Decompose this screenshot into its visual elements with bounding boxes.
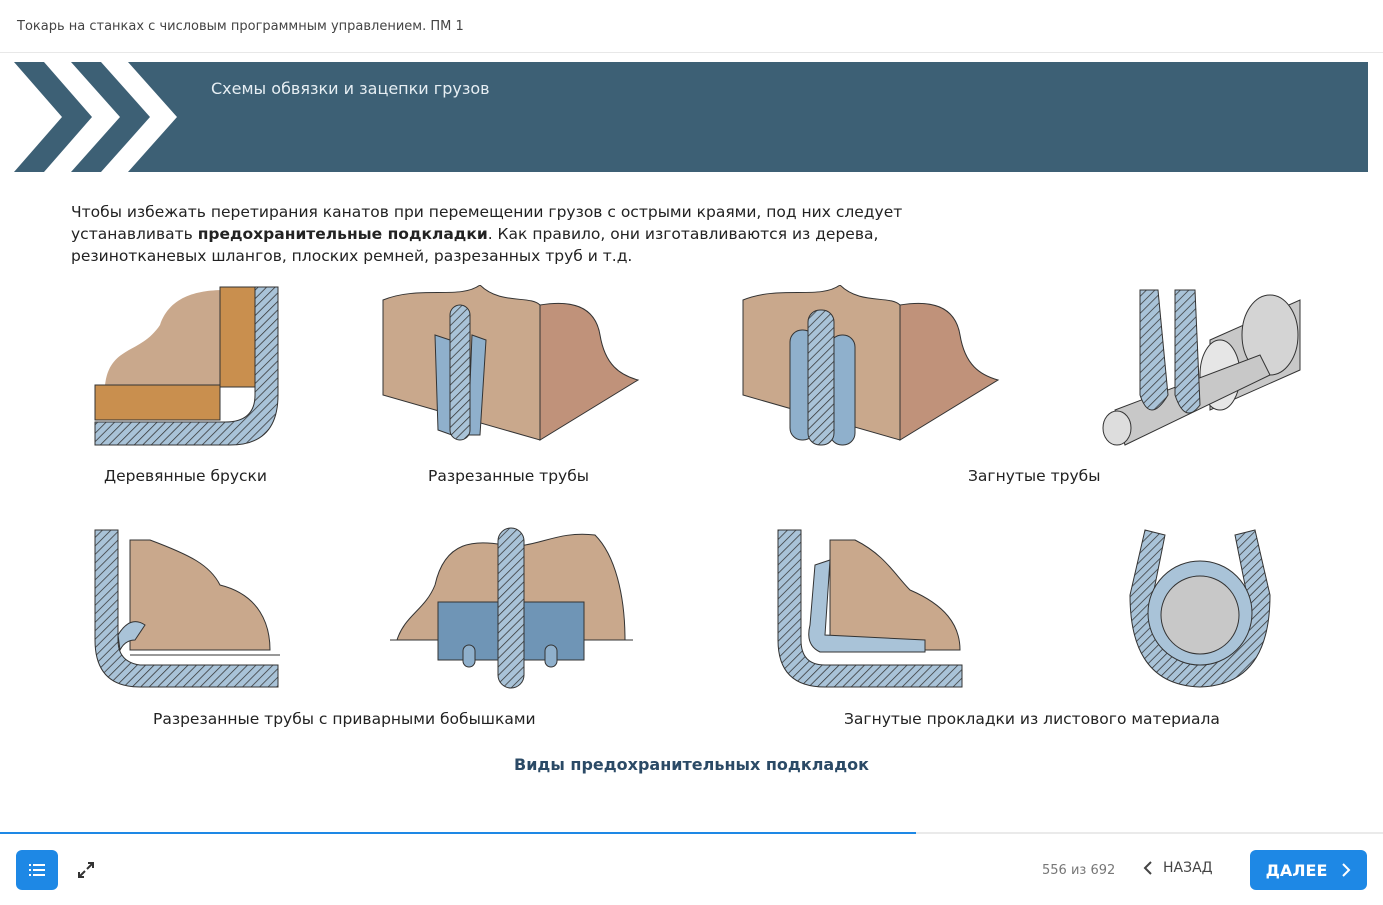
welded-pipes-illustration-2 bbox=[390, 527, 633, 689]
next-button[interactable]: ДАЛЕЕ bbox=[1250, 850, 1367, 890]
bent-sheet-illustration-2 bbox=[1129, 529, 1271, 688]
caption-bent-pipes: Загнутые трубы bbox=[968, 467, 1101, 485]
banner-panel bbox=[128, 62, 1368, 172]
chevron-left-icon bbox=[1143, 861, 1152, 875]
wooden-bars-illustration bbox=[94, 286, 279, 446]
back-label: НАЗАД bbox=[1163, 860, 1213, 876]
contents-menu-button[interactable] bbox=[16, 850, 58, 890]
caption-bent-sheet: Загнутые прокладки из листового материал… bbox=[844, 710, 1220, 728]
section-title: Схемы обвязки и зацепки грузов bbox=[211, 79, 490, 98]
bent-pipes-illustration-1 bbox=[742, 285, 1000, 446]
list-icon bbox=[29, 864, 45, 876]
section-banner bbox=[14, 62, 1368, 172]
course-title: Токарь на станках с числовым программным… bbox=[17, 19, 464, 34]
next-label: ДАЛЕЕ bbox=[1265, 860, 1328, 880]
welded-pipes-illustration-1 bbox=[94, 529, 280, 688]
caption-welded-pipes: Разрезанные трубы с приварными бобышками bbox=[153, 710, 536, 728]
cut-pipes-illustration bbox=[382, 285, 640, 441]
figure-title: Виды предохранительных подкладок bbox=[514, 755, 869, 774]
page-counter: 556 из 692 bbox=[1042, 863, 1116, 878]
chevron-icon bbox=[14, 62, 92, 172]
caption-wooden-bars: Деревянные бруски bbox=[104, 467, 267, 485]
bent-pipes-illustration-2 bbox=[1102, 289, 1301, 446]
chevron-icon bbox=[71, 62, 150, 172]
progress-bar bbox=[0, 832, 1383, 834]
bent-sheet-illustration-1 bbox=[777, 529, 963, 688]
progress-fill bbox=[0, 832, 916, 834]
fullscreen-icon[interactable] bbox=[76, 860, 96, 880]
back-button[interactable]: НАЗАД bbox=[1143, 860, 1213, 876]
chevron-right-icon bbox=[1342, 863, 1351, 877]
caption-cut-pipes: Разрезанные трубы bbox=[428, 467, 590, 485]
intro-text: Чтобы избежать перетирания канатов при п… bbox=[71, 203, 903, 265]
top-bar: Токарь на станках с числовым программным… bbox=[0, 0, 1383, 53]
